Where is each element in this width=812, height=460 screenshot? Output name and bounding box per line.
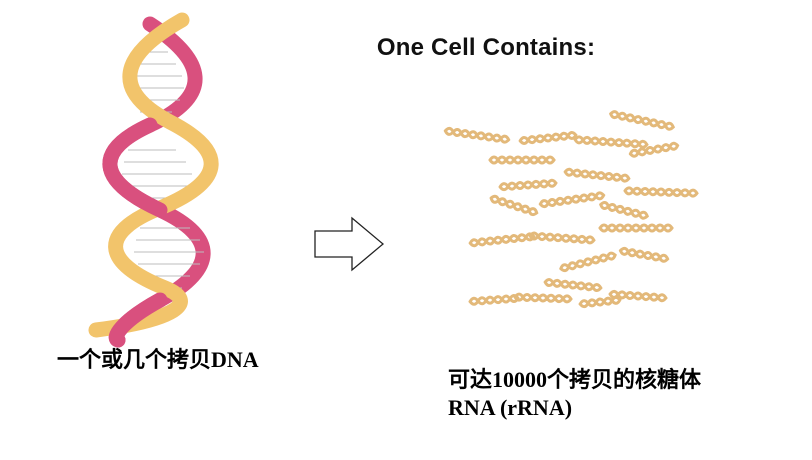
rna-strand-icon [578, 295, 622, 309]
rna-strand-icon [609, 110, 676, 131]
rna-strand-icon [468, 294, 520, 306]
rrna-caption: 可达10000个拷贝的核糖体 RNA (rRNA) [448, 366, 701, 421]
rna-strand-icon [513, 292, 573, 304]
dna-caption: 一个或几个拷贝DNA [57, 347, 259, 372]
rna-strand-icon [559, 251, 617, 273]
rrna-strands [443, 110, 699, 309]
rna-strand-icon [618, 246, 670, 263]
rna-strand-icon [573, 135, 649, 149]
dna-double-helix-icon [88, 12, 219, 348]
rna-strand-icon [608, 289, 668, 303]
page-title: One Cell Contains: [376, 34, 596, 61]
rna-strand-icon [528, 231, 596, 245]
rna-strand-icon [543, 278, 603, 293]
dna-base-pairs [122, 51, 204, 289]
rna-strand-icon [518, 130, 578, 145]
rna-strand-icon [488, 155, 556, 165]
rna-strand-icon [563, 167, 631, 183]
dna-strand-pink-tail [108, 292, 168, 348]
rna-strand-icon [623, 186, 699, 198]
dna-strand-pink-front [102, 117, 168, 218]
rna-strand-icon [489, 194, 539, 217]
rna-strand-icon [498, 178, 558, 192]
rna-strand-icon [598, 223, 674, 233]
rrna-caption-line-2: RNA (rRNA) [448, 394, 573, 420]
rrna-caption-line-1: 可达10000个拷贝的核糖体 [448, 367, 702, 392]
rna-strand-icon [628, 141, 680, 158]
rna-strand-icon [599, 201, 649, 220]
rna-strand-icon [468, 232, 536, 248]
right-arrow-outline-icon [314, 216, 385, 272]
rna-strand-icon [538, 191, 606, 209]
rna-strand-icon [443, 126, 511, 144]
